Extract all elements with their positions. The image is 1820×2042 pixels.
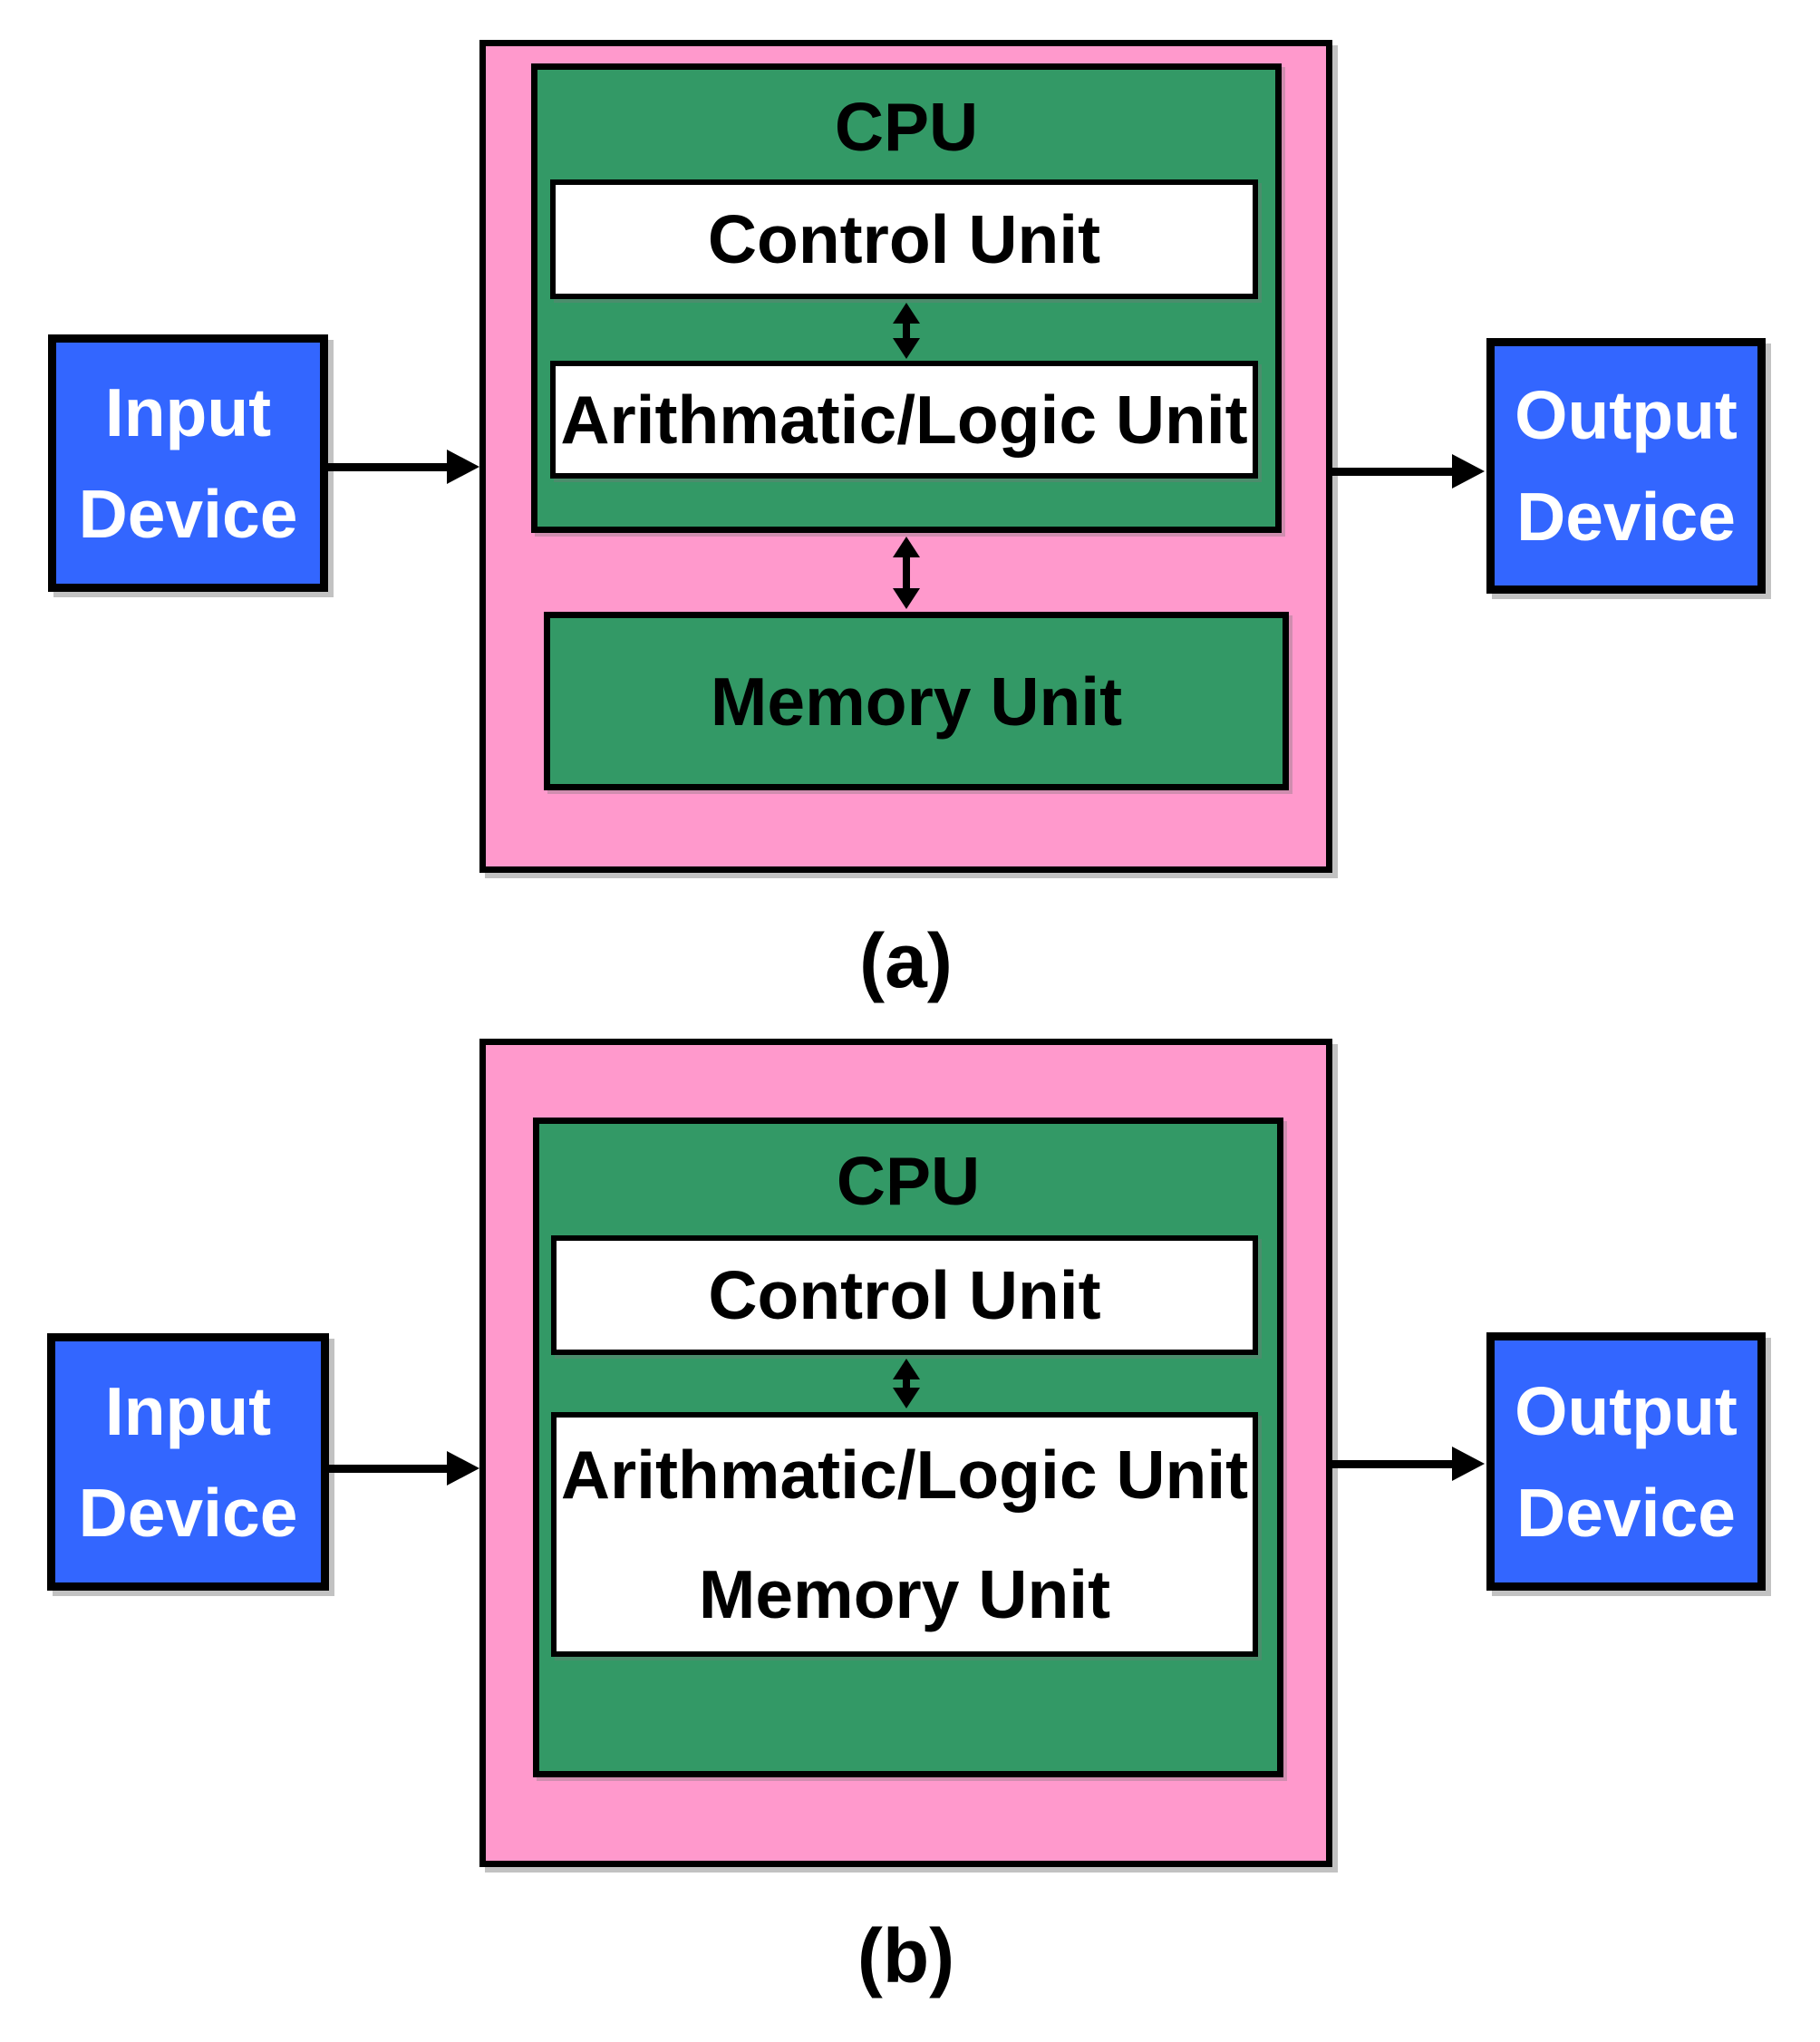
- arrow-head-up-icon: [893, 303, 920, 324]
- arrow-head-down-icon: [893, 588, 920, 609]
- input-device-box: Input Device: [48, 334, 328, 592]
- arrow-shaft: [1332, 1459, 1452, 1468]
- input-arrow: [328, 449, 479, 485]
- cpu-title: CPU: [834, 89, 979, 165]
- arrow-head-down-icon: [893, 1388, 920, 1408]
- output-device-label-line2: Device: [1516, 479, 1736, 555]
- arrow-shaft: [1332, 467, 1452, 476]
- output-device-label-line2: Device: [1516, 1474, 1736, 1551]
- arrow-shaft: [903, 557, 910, 588]
- arithmetic-logic-unit-label: Arithmatic/Logic Unit: [560, 382, 1248, 458]
- arrow-head-icon: [1452, 1447, 1485, 1481]
- arrow-shaft: [903, 324, 910, 338]
- cpu-memory-bidirectional-arrow: [892, 537, 921, 609]
- output-device-box: Output Device: [1486, 1332, 1766, 1591]
- arrow-shaft: [328, 462, 447, 471]
- input-device-label-line1: Input: [104, 1373, 272, 1449]
- input-device-label-line2: Device: [78, 1475, 298, 1551]
- control-unit-label: Control Unit: [708, 1257, 1101, 1333]
- arrow-head-icon: [447, 450, 479, 484]
- arithmetic-logic-unit-label: Arithmatic/Logic Unit: [560, 1437, 1249, 1513]
- arrow-head-icon: [1452, 454, 1485, 489]
- output-device-label-line1: Output: [1515, 1372, 1738, 1449]
- arithmetic-logic-unit-box: Arithmatic/Logic Unit: [550, 361, 1258, 479]
- alu-memory-combined-box: Arithmatic/Logic Unit Memory Unit: [551, 1412, 1258, 1657]
- arrow-shaft: [903, 1379, 910, 1388]
- input-device-label-line2: Device: [78, 476, 298, 552]
- control-unit-box: Control Unit: [551, 1235, 1258, 1355]
- output-device-box: Output Device: [1486, 338, 1766, 594]
- control-unit-label: Control Unit: [707, 201, 1101, 277]
- arrow-head-icon: [447, 1451, 479, 1486]
- memory-unit-label: Memory Unit: [710, 663, 1123, 740]
- arrow-shaft: [329, 1464, 447, 1473]
- memory-unit-box: Memory Unit: [544, 612, 1289, 790]
- arrow-head-up-icon: [893, 1359, 920, 1379]
- control-alu-bidirectional-arrow: [892, 1359, 921, 1408]
- arrow-head-up-icon: [893, 537, 920, 557]
- input-device-box: Input Device: [47, 1333, 329, 1591]
- output-device-label-line1: Output: [1515, 377, 1738, 453]
- output-arrow: [1332, 453, 1485, 489]
- memory-unit-label: Memory Unit: [698, 1556, 1111, 1632]
- arrow-head-down-icon: [893, 338, 920, 359]
- caption-a: (a): [859, 918, 953, 1003]
- control-alu-bidirectional-arrow: [892, 303, 921, 359]
- cpu-title: CPU: [836, 1143, 981, 1219]
- input-device-label-line1: Input: [104, 374, 272, 450]
- output-arrow: [1332, 1446, 1485, 1482]
- caption-b: (b): [857, 1913, 955, 1998]
- input-arrow: [329, 1450, 479, 1486]
- control-unit-box: Control Unit: [550, 179, 1258, 299]
